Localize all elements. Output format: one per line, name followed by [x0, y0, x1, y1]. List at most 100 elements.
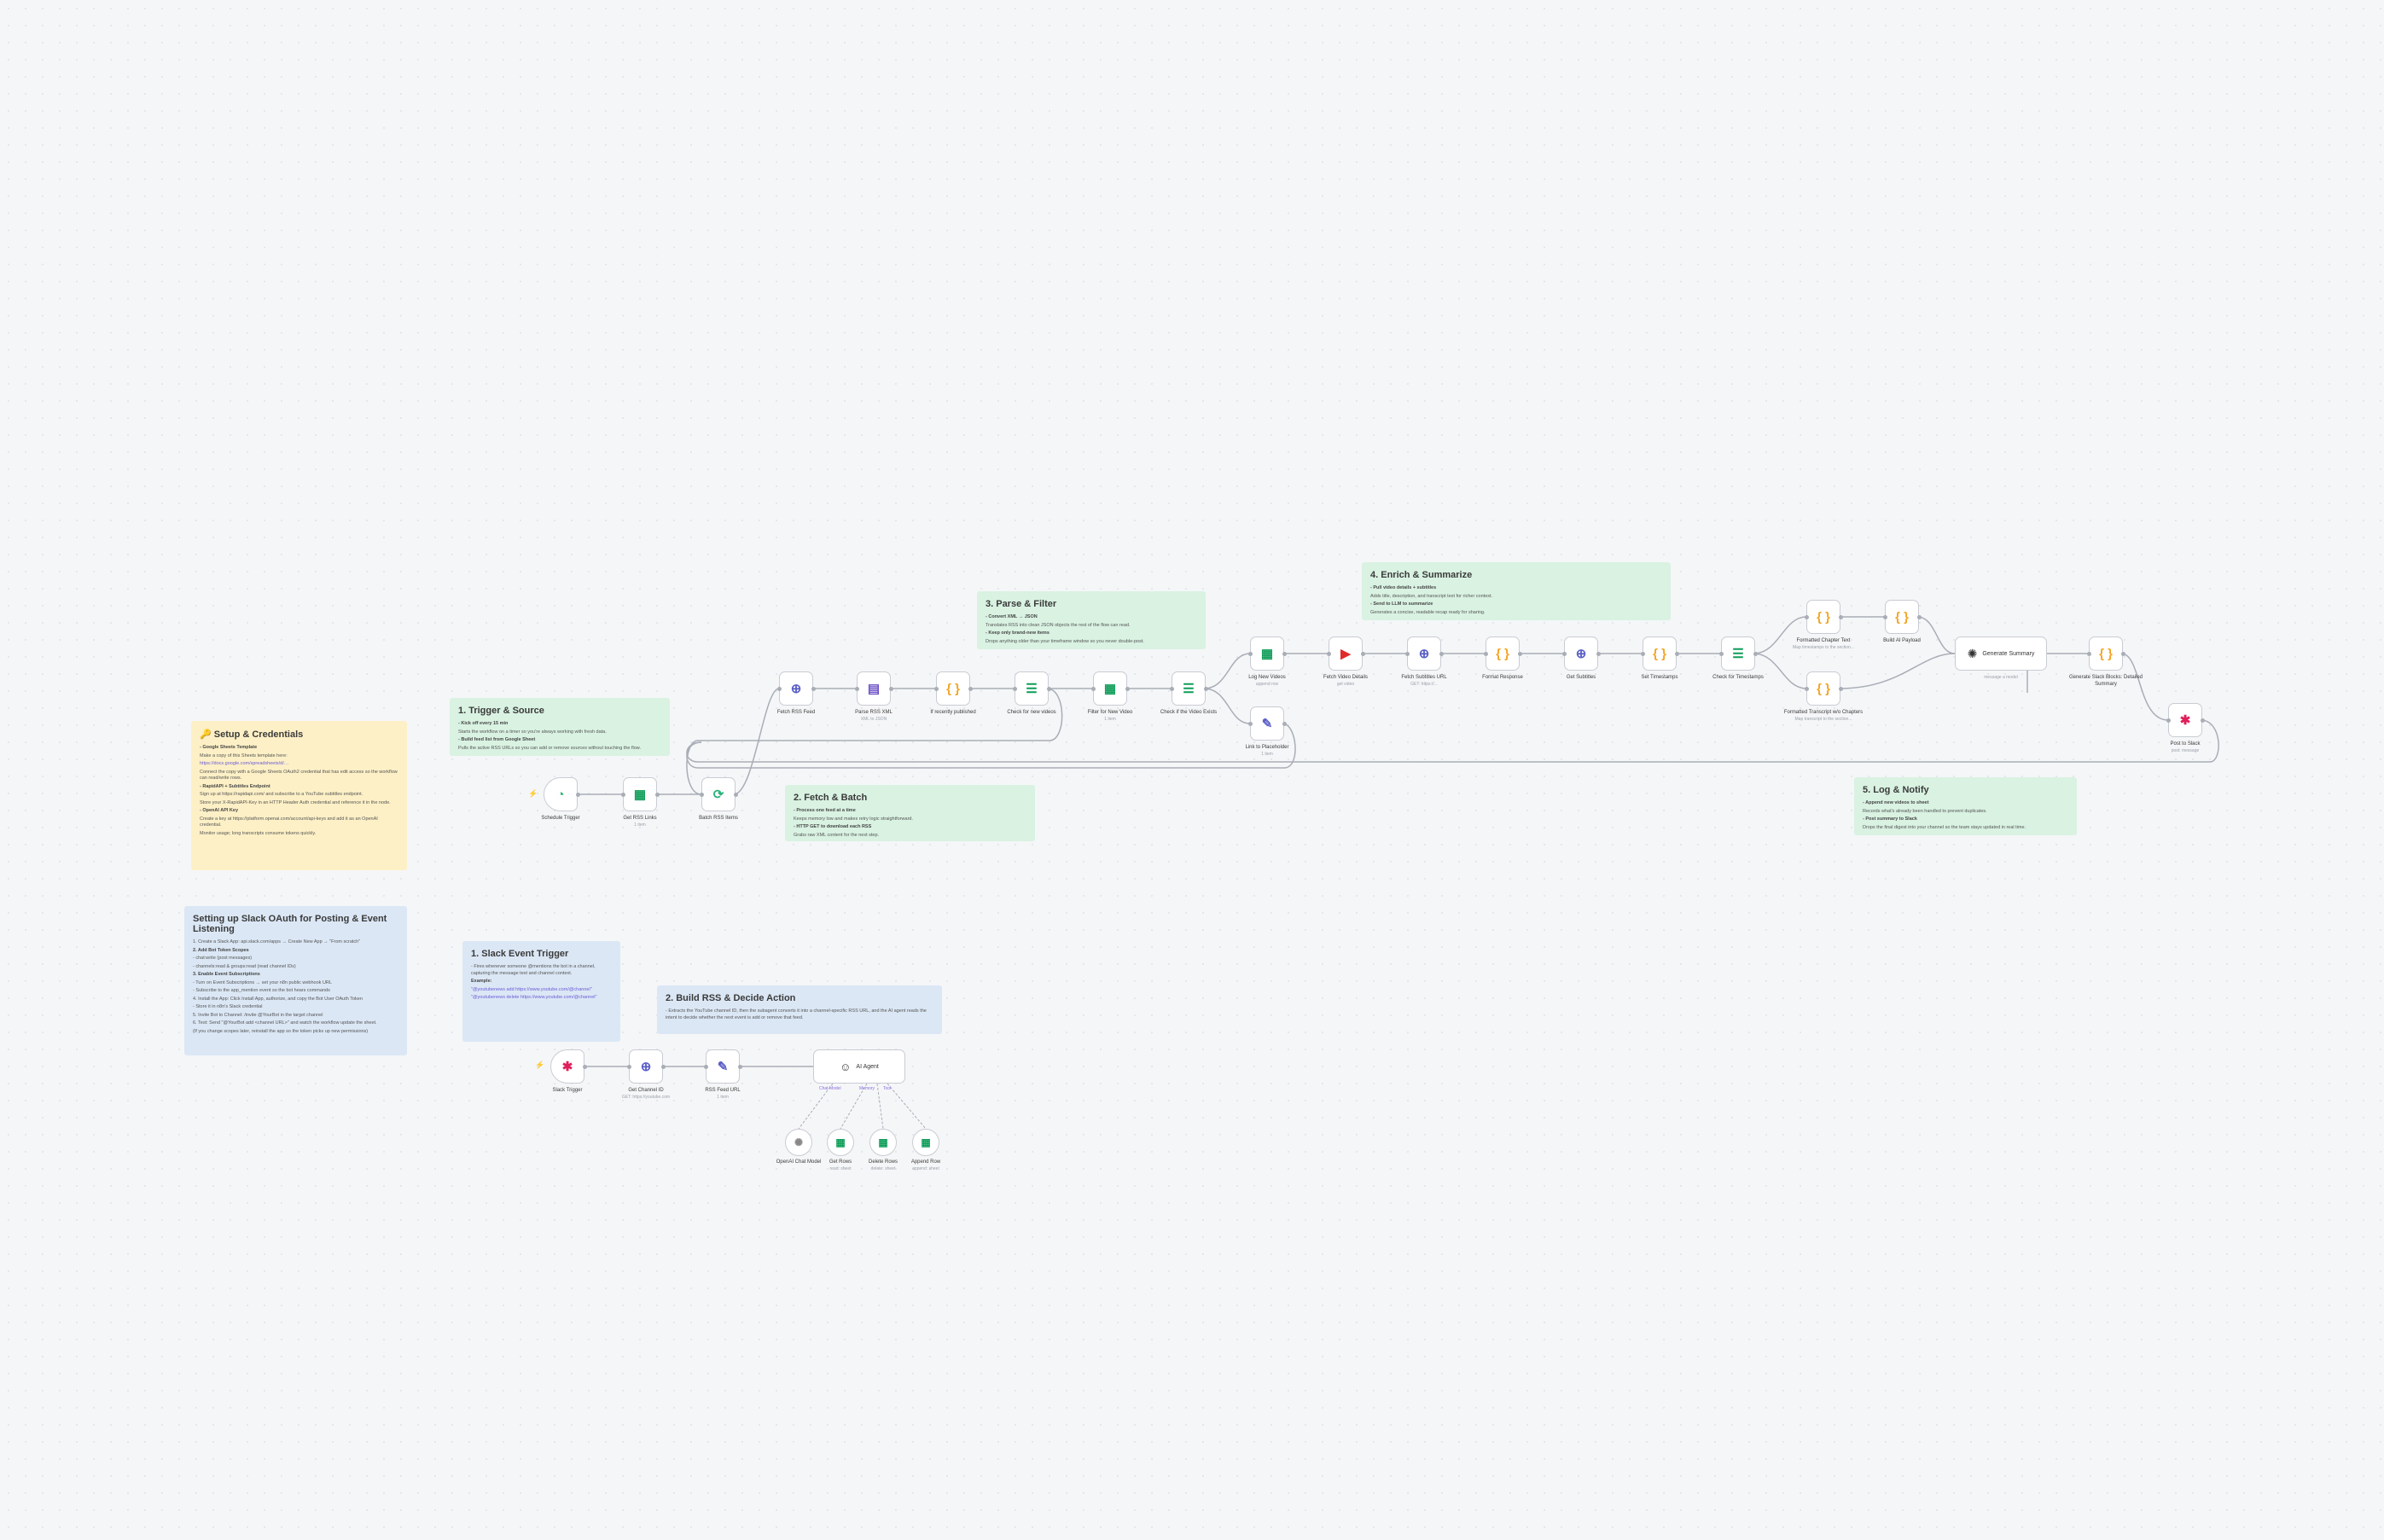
output-port[interactable] — [1125, 686, 1130, 691]
input-port[interactable] — [699, 792, 704, 797]
output-port[interactable] — [1674, 651, 1679, 656]
input-port[interactable] — [933, 686, 939, 691]
node-formatted-chapter-text[interactable]: { } — [1804, 600, 1843, 634]
output-port[interactable] — [654, 792, 660, 797]
node-title: Formatted Chapter Text — [1796, 638, 1851, 643]
output-port[interactable] — [968, 686, 973, 691]
node-check-for-timestamps[interactable]: ☰ — [1718, 636, 1758, 671]
output-port[interactable] — [1596, 651, 1601, 656]
input-port[interactable] — [2166, 718, 2171, 723]
node-fetch-subtitles-url[interactable]: ⊕ — [1404, 636, 1444, 671]
input-port[interactable] — [1404, 651, 1410, 656]
input-port[interactable] — [620, 792, 625, 797]
node-filter-for-new-video[interactable]: ▦ — [1090, 671, 1130, 706]
node-get-rows[interactable]: ▦ — [827, 1129, 854, 1156]
output-port[interactable] — [1282, 721, 1287, 726]
build-rss-note[interactable]: 2. Build RSS & Decide Action - Extracts … — [657, 985, 942, 1034]
input-port[interactable] — [1326, 651, 1331, 656]
node-get-rss-links[interactable]: ▦ — [620, 777, 660, 811]
code-braces-icon: { } — [1496, 646, 1509, 661]
log-notify-note[interactable]: 5. Log & Notify - Append new videos to s… — [1854, 777, 2077, 835]
node-formatted-transcript[interactable]: { } — [1804, 671, 1843, 706]
node-subtitle: 1 item — [1104, 717, 1116, 722]
node-batch-rss-items[interactable]: ⟳ — [699, 777, 738, 811]
output-port[interactable] — [582, 1064, 587, 1069]
tool-port-label: Tool — [883, 1086, 892, 1091]
input-port[interactable] — [1169, 686, 1174, 691]
input-port[interactable] — [1012, 686, 1017, 691]
output-port[interactable] — [660, 1064, 666, 1069]
node-build-ai-payload[interactable]: { } — [1882, 600, 1922, 634]
input-port[interactable] — [1561, 651, 1567, 656]
node-get-subtitles[interactable]: ⊕ — [1561, 636, 1601, 671]
slack-oauth-note[interactable]: Setting up Slack OAuth for Posting & Eve… — [184, 906, 407, 1055]
output-port[interactable] — [1838, 686, 1843, 691]
note-title: 1. Trigger & Source — [458, 706, 544, 716]
input-port[interactable] — [703, 1064, 708, 1069]
node-link-to-placeholder[interactable]: ✎ — [1247, 706, 1287, 741]
output-port[interactable] — [1360, 651, 1365, 656]
node-format-response[interactable]: { } — [1483, 636, 1522, 671]
input-port[interactable] — [1247, 721, 1253, 726]
enrich-summarize-note[interactable]: 4. Enrich & Summarize - Pull video detai… — [1362, 562, 1671, 620]
slack-event-note[interactable]: 1. Slack Event Trigger - Fires whenever … — [462, 941, 620, 1042]
fetch-batch-note[interactable]: 2. Fetch & Batch - Process one feed at a… — [785, 785, 1035, 841]
input-port[interactable] — [626, 1064, 631, 1069]
node-label: Link to Placeholder 1 item — [1220, 744, 1314, 758]
node-delete-rows[interactable]: ▦ — [869, 1129, 897, 1156]
node-title: Get Rows — [829, 1159, 852, 1165]
node-set-timestamps[interactable]: { } — [1640, 636, 1679, 671]
input-port[interactable] — [1247, 651, 1253, 656]
input-port[interactable] — [776, 686, 782, 691]
output-port[interactable] — [1046, 686, 1051, 691]
node-if-recently-published[interactable]: { } — [933, 671, 973, 706]
output-port[interactable] — [733, 792, 738, 797]
node-rss-feed-url[interactable]: ✎ — [703, 1049, 742, 1084]
output-port[interactable] — [1439, 651, 1444, 656]
node-title: OpenAI Chat Model — [776, 1159, 822, 1165]
input-port[interactable] — [854, 686, 859, 691]
output-port[interactable] — [2200, 718, 2205, 723]
node-append-row[interactable]: ▦ — [912, 1129, 939, 1156]
input-port[interactable] — [1090, 686, 1096, 691]
note-link[interactable]: https://docs.google.com/spreadsheets/d/… — [200, 761, 289, 766]
output-port[interactable] — [1282, 651, 1287, 656]
node-slack-trigger[interactable]: ✱ — [550, 1049, 587, 1084]
setup-credentials-note[interactable]: 🔑 Setup & Credentials - Google Sheets Te… — [191, 721, 407, 870]
node-ai-agent[interactable]: ☺ AI Agent — [813, 1049, 905, 1084]
output-port[interactable] — [1916, 614, 1922, 619]
input-port[interactable] — [1718, 651, 1724, 656]
output-port[interactable] — [2120, 651, 2125, 656]
node-check-video-exists[interactable]: ☰ — [1169, 671, 1208, 706]
output-port[interactable] — [1203, 686, 1208, 691]
node-generate-slack-blocks[interactable]: { } — [2086, 636, 2125, 671]
node-fetch-rss-feed[interactable]: ⊕ — [776, 671, 816, 706]
trigger-source-note[interactable]: 1. Trigger & Source - Kick off every 15 … — [450, 698, 670, 756]
node-generate-summary[interactable]: ✺ Generate Summary — [1955, 636, 2047, 671]
input-port[interactable] — [1483, 651, 1488, 656]
input-port[interactable] — [1640, 651, 1645, 656]
node-post-to-slack[interactable]: ✱ — [2166, 703, 2205, 737]
node-openai-chat-model[interactable]: ✺ — [785, 1129, 812, 1156]
node-schedule-trigger[interactable]: ◔ — [544, 777, 580, 811]
input-port[interactable] — [1804, 614, 1809, 619]
node-parse-rss-xml[interactable]: ▤ — [854, 671, 893, 706]
output-port[interactable] — [1753, 651, 1758, 656]
node-check-for-new-videos[interactable]: ☰ — [1012, 671, 1051, 706]
output-port[interactable] — [1838, 614, 1843, 619]
output-port[interactable] — [1517, 651, 1522, 656]
google-sheets-icon: ▦ — [921, 1136, 931, 1148]
output-port[interactable] — [888, 686, 893, 691]
output-port[interactable] — [575, 792, 580, 797]
output-port[interactable] — [811, 686, 816, 691]
parse-filter-note[interactable]: 3. Parse & Filter - Convert XML → JSON T… — [977, 591, 1206, 649]
input-port[interactable] — [1882, 614, 1887, 619]
input-port[interactable] — [1804, 686, 1809, 691]
node-fetch-video-details[interactable]: ▶ — [1326, 636, 1365, 671]
node-get-channel-id[interactable]: ⊕ — [626, 1049, 666, 1084]
node-log-new-videos[interactable]: ▦ — [1247, 636, 1287, 671]
input-port[interactable] — [2086, 651, 2091, 656]
output-port[interactable] — [737, 1064, 742, 1069]
loop-icon: ⟳ — [712, 787, 724, 802]
